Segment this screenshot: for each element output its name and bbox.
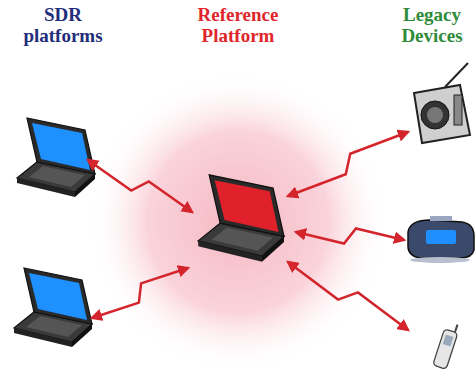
- laptop-icon: [17, 118, 95, 197]
- laptop-icon: [14, 268, 92, 347]
- wireless-link: [88, 160, 192, 212]
- column-heading: SDR platforms: [8, 4, 118, 46]
- coverage-area: [88, 72, 388, 372]
- column-heading: Legacy Devices: [392, 4, 472, 46]
- column-heading: Reference Platform: [178, 4, 298, 46]
- wireless-link: [296, 228, 404, 243]
- wireless-link: [288, 262, 408, 330]
- wireless-link: [92, 268, 188, 318]
- phone-icon: [433, 321, 461, 369]
- radio-icon: [414, 63, 470, 143]
- laptop-icon: [198, 175, 284, 262]
- clock-radio-icon: [408, 216, 474, 263]
- wireless-link: [288, 132, 408, 196]
